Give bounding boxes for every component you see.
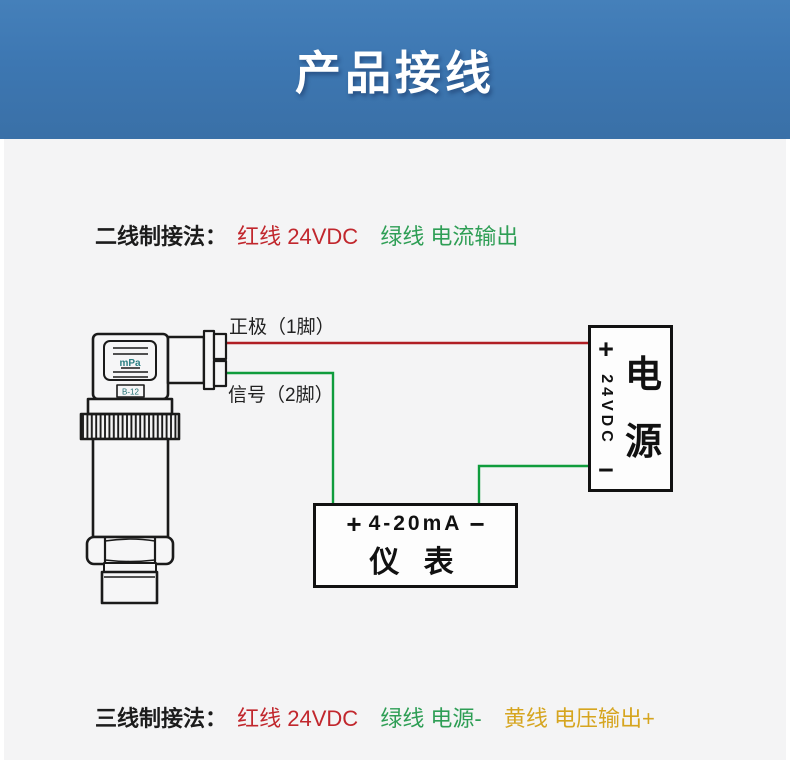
green-wire-power-return [477, 464, 588, 503]
sensor-plug-upper-pin [212, 332, 228, 361]
two-wire-instruction: 二线制接法： 红线 24VDC 绿线 电流输出 [95, 222, 518, 252]
two-wire-label: 二线制接法： [95, 224, 228, 249]
sensor-head-arm [166, 335, 206, 385]
sensor-display-text: mPa [119, 358, 141, 369]
power-supply-name: 电 源 [621, 328, 670, 489]
three-wire-label: 三线制接法： [95, 706, 228, 731]
meter-plus-terminal: + [346, 509, 362, 539]
positive-pin-label: 正极（1脚） [229, 317, 335, 338]
two-wire-red-wire-text: 红线 24VDC [237, 224, 359, 249]
page-title: 产品接线 [295, 46, 495, 99]
meter-name-text: 仪 表 [369, 546, 462, 579]
signal-pin-label: 信号（2脚） [228, 385, 334, 406]
power-name-char-bottom: 源 [625, 421, 662, 462]
three-wire-instruction: 三线制接法： 红线 24VDC 绿线 电源- 黄线 电压输出+ [95, 704, 655, 734]
meter-range-text: 4-20mA [368, 512, 463, 535]
power-minus-terminal: − [598, 455, 614, 485]
sensor-model-plate [116, 384, 145, 398]
sensor-flange [86, 397, 174, 416]
three-wire-yellow-wire-text: 黄线 电压输出+ [503, 706, 655, 731]
sensor-plug-bar [202, 329, 216, 391]
header-banner: 产品接线 [0, 0, 790, 139]
sensor-knurled-ring [79, 412, 181, 441]
three-wire-red-wire-text: 红线 24VDC [237, 706, 359, 731]
power-supply-terminals: + 24VDC − [591, 328, 621, 489]
power-plus-terminal: + [598, 334, 614, 364]
sensor-step [103, 562, 157, 573]
sensor-body [91, 437, 170, 539]
two-wire-green-wire-text: 绿线 电流输出 [380, 224, 519, 249]
green-wire-signal [224, 371, 335, 503]
power-voltage-vertical-text: 24VDC [598, 373, 615, 446]
power-name-char-top: 电 [625, 354, 662, 395]
meter-minus-terminal: − [469, 509, 485, 539]
sensor-plug-lower-pin [212, 359, 228, 388]
pressure-transmitter-drawing: mPa B-12 [79, 329, 228, 605]
meter-range-line: + 4-20mA − [346, 509, 485, 539]
three-wire-green-wire-text: 绿线 电源- [380, 706, 482, 731]
meter-box: + 4-20mA − 仪 表 [313, 503, 518, 588]
power-supply-box: + 24VDC − 电 源 [588, 325, 673, 492]
sensor-display-plate [103, 340, 157, 381]
sensor-model-text: B-12 [122, 388, 139, 397]
wires [224, 341, 588, 503]
sensor-hex-nut [85, 535, 175, 566]
